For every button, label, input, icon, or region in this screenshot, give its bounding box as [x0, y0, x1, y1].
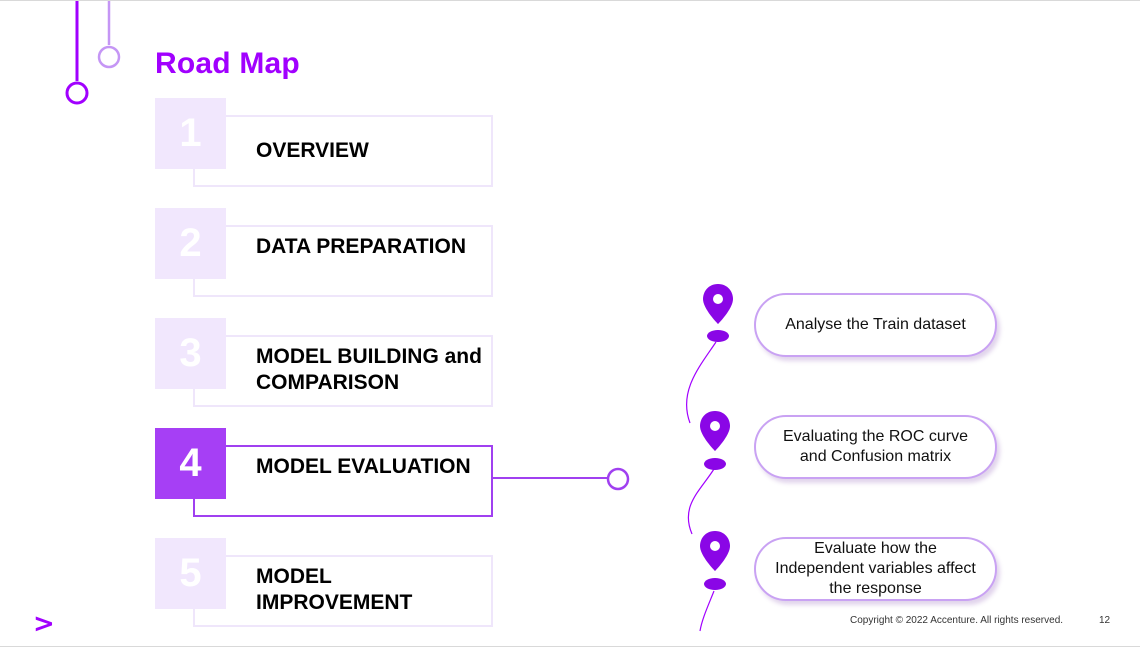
step-frame	[193, 445, 493, 517]
sub-item-roc-confusion: Evaluating the ROC curve and Confusion m…	[754, 415, 997, 479]
step-frame	[193, 115, 493, 187]
step-number: 5	[155, 538, 226, 609]
sub-item-analyse-train: Analyse the Train dataset	[754, 293, 997, 357]
step-frame	[193, 555, 493, 627]
timeline-path-icon	[685, 284, 733, 632]
step-number: 3	[155, 318, 226, 389]
step-frame	[193, 225, 493, 297]
page-title: Road Map	[155, 47, 300, 80]
copyright-text: Copyright © 2022 Accenture. All rights r…	[850, 615, 1064, 626]
step-label: MODEL EVALUATION	[256, 455, 471, 478]
roadmap-step-data-preparation: 2 DATA PREPARATION	[155, 208, 495, 300]
location-pin-icon	[700, 531, 730, 590]
page-number: 12	[1099, 615, 1111, 626]
step-label: DATA PREPARATION	[256, 235, 466, 258]
step-number: 1	[155, 98, 226, 169]
step-frame	[193, 335, 493, 407]
roadmap-step-overview: 1 OVERVIEW	[155, 98, 495, 190]
step-label: MODEL BUILDING and COMPARISON	[256, 345, 482, 394]
accenture-greater-than-icon: >	[33, 609, 55, 639]
decorative-hanging-circles-icon	[65, 1, 121, 105]
step-label: OVERVIEW	[256, 139, 369, 162]
roadmap-step-model-building: 3 MODEL BUILDING and COMPARISON	[155, 318, 495, 410]
roadmap-step-model-improvement: 5 MODEL IMPROVEMENT	[155, 538, 495, 630]
active-step-connector-icon	[493, 467, 630, 491]
step-number: 2	[155, 208, 226, 279]
step-label: MODEL IMPROVEMENT	[256, 565, 413, 614]
location-pin-icon	[700, 411, 730, 470]
step-number: 4	[155, 428, 226, 499]
roadmap-step-model-evaluation: 4 MODEL EVALUATION	[155, 428, 495, 520]
location-pin-icon	[703, 284, 733, 342]
sub-item-independent-variables: Evaluate how the Independent variables a…	[754, 537, 997, 601]
